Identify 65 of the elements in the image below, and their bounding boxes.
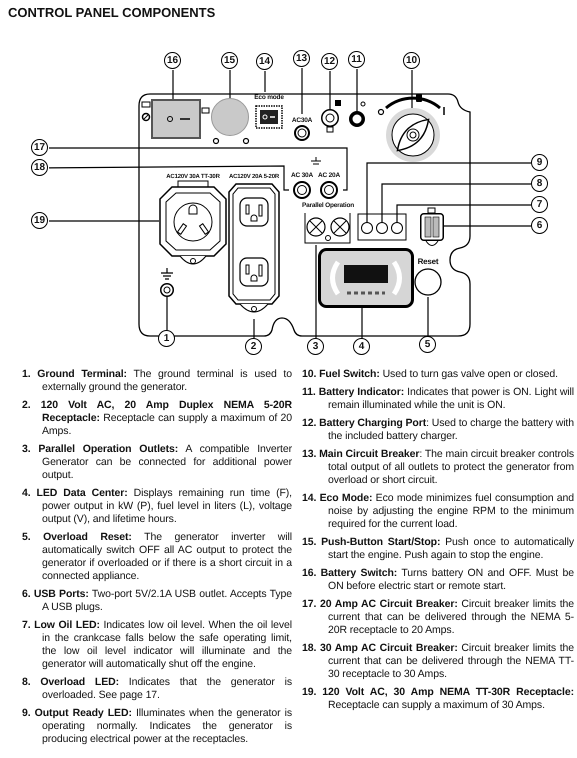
component-description: 11. Battery Indicator: Indicates that power is ON. Light will remain illuminated while the unit is ON. bbox=[302, 386, 574, 412]
indicator-light-icon bbox=[349, 111, 365, 127]
callout-number: 16 bbox=[164, 52, 181, 69]
page-title: CONTROL PANEL COMPONENTS bbox=[8, 5, 216, 20]
leader-line bbox=[229, 70, 231, 98]
component-description: 12. Battery Charging Port: Used to charge the battery with the included battery charger. bbox=[302, 417, 574, 443]
callout-number: 4 bbox=[353, 338, 370, 355]
callout-number: 19 bbox=[31, 212, 48, 229]
leader-line bbox=[366, 162, 531, 222]
callout-number: 5 bbox=[419, 336, 436, 353]
leader-line bbox=[315, 245, 317, 338]
callout-number: 9 bbox=[531, 154, 548, 171]
component-description: 14. Eco Mode: Eco mode minimizes fuel consumption and noise by adjusting the engine RPM to the minimum required for the current load. bbox=[302, 492, 574, 531]
leader-line bbox=[411, 70, 413, 108]
digital-display bbox=[318, 248, 414, 308]
callout-number: 8 bbox=[531, 175, 548, 192]
leader-line bbox=[172, 70, 174, 99]
round-button-icon bbox=[211, 98, 249, 136]
rotary-knob-icon bbox=[386, 108, 440, 162]
leader-line bbox=[264, 71, 266, 92]
callout-number: 2 bbox=[245, 338, 262, 355]
callout-number: 10 bbox=[403, 52, 420, 69]
leader-line bbox=[444, 225, 531, 227]
callout-number: 13 bbox=[293, 50, 310, 67]
leader-line bbox=[301, 68, 303, 114]
leader-line bbox=[381, 183, 531, 222]
component-description: 9. Output Ready LED: Illuminates when the generator is operating normally. Indicates the generator is producing electrical power at the receptacles. bbox=[22, 707, 292, 746]
callout-number: 17 bbox=[31, 139, 48, 156]
leader-line bbox=[49, 220, 159, 222]
callout-number: 1 bbox=[158, 330, 175, 347]
callout-number: 6 bbox=[531, 217, 548, 234]
component-description: 10. Fuel Switch: Used to turn gas valve open or closed. bbox=[302, 368, 559, 381]
callout-number: 3 bbox=[307, 338, 324, 355]
component-description: 4. LED Data Center: Displays remaining run time (F), power output in kW (P), fuel level in liters (L), voltage output (V), and lifetime hours. bbox=[22, 487, 292, 526]
component-description: 19. 120 Volt AC, 30 Amp NEMA TT-30R Receptacle: Receptacle can supply a maximum of 30 Amps. bbox=[302, 686, 574, 712]
leader-line bbox=[49, 165, 289, 191]
usb-port-icon bbox=[420, 213, 444, 241]
leader-line bbox=[427, 297, 429, 336]
component-description: 8. Overload LED: Indicates that the generator is overloaded. See page 17. bbox=[22, 676, 292, 702]
component-description: 13. Main Circuit Breaker: The main circuit breaker controls total output of all outlets to protect the generator from overload or short circuit. bbox=[302, 448, 574, 487]
leader-line bbox=[166, 297, 168, 330]
component-description: 7. Low Oil LED: Indicates low oil level. When the oil level in the crankcase falls below the safe operating limit, the low oil level indicator will illuminate and the generator will automatically shut off the engine. bbox=[22, 619, 292, 671]
component-description: 18. 30 Amp AC Circuit Breaker: Circuit breaker limits the current that can be delivered through the NEMA TT-30 receptacle to 30 Amps. bbox=[302, 642, 574, 681]
component-description: 1. Ground Terminal: The ground terminal is used to externally ground the generator. bbox=[22, 368, 292, 394]
leader-line bbox=[253, 319, 255, 338]
callout-number: 12 bbox=[321, 53, 338, 70]
rocker-switch-icon bbox=[151, 99, 201, 139]
callout-number: 11 bbox=[348, 51, 365, 68]
leader-line bbox=[361, 308, 363, 338]
component-description: 6. USB Ports: Two-port 5V/2.1A USB outlet. Accepts Type A USB plugs. bbox=[22, 588, 292, 614]
leader-line bbox=[329, 71, 331, 109]
callout-number: 18 bbox=[31, 159, 48, 176]
panel-label: Reset bbox=[418, 258, 438, 266]
leader-line bbox=[49, 147, 348, 191]
leader-line bbox=[356, 69, 358, 111]
leader-line bbox=[396, 204, 531, 222]
callout-number: 7 bbox=[531, 196, 548, 213]
component-description: 3. Parallel Operation Outlets: A compatible Inverter Generator can be connected for additional power output. bbox=[22, 443, 292, 482]
component-description: 16. Battery Switch: Turns battery ON and OFF. Must be ON before electric start or remote start. bbox=[302, 567, 574, 593]
component-description: 2. 120 Volt AC, 20 Amp Duplex NEMA 5-20R Receptacle: Receptacle can supply a maximum of 20 Amps. bbox=[22, 399, 292, 438]
component-description: 15. Push-Button Start/Stop: Push once to automatically start the engine. Push again to stop the engine. bbox=[302, 536, 574, 562]
component-description: 5. Overload Reset: The generator inverter will automatically switch OFF all AC output to protect the generator if overloaded or if there is a short circuit in a connected appliance. bbox=[22, 531, 292, 583]
callout-number: 14 bbox=[256, 53, 273, 70]
callout-number: 15 bbox=[221, 52, 238, 69]
component-description: 17. 20 Amp AC Circuit Breaker: Circuit breaker limits the current that can be delivered through the NEMA 5-20R receptacle to 20 Amps. bbox=[302, 598, 574, 637]
